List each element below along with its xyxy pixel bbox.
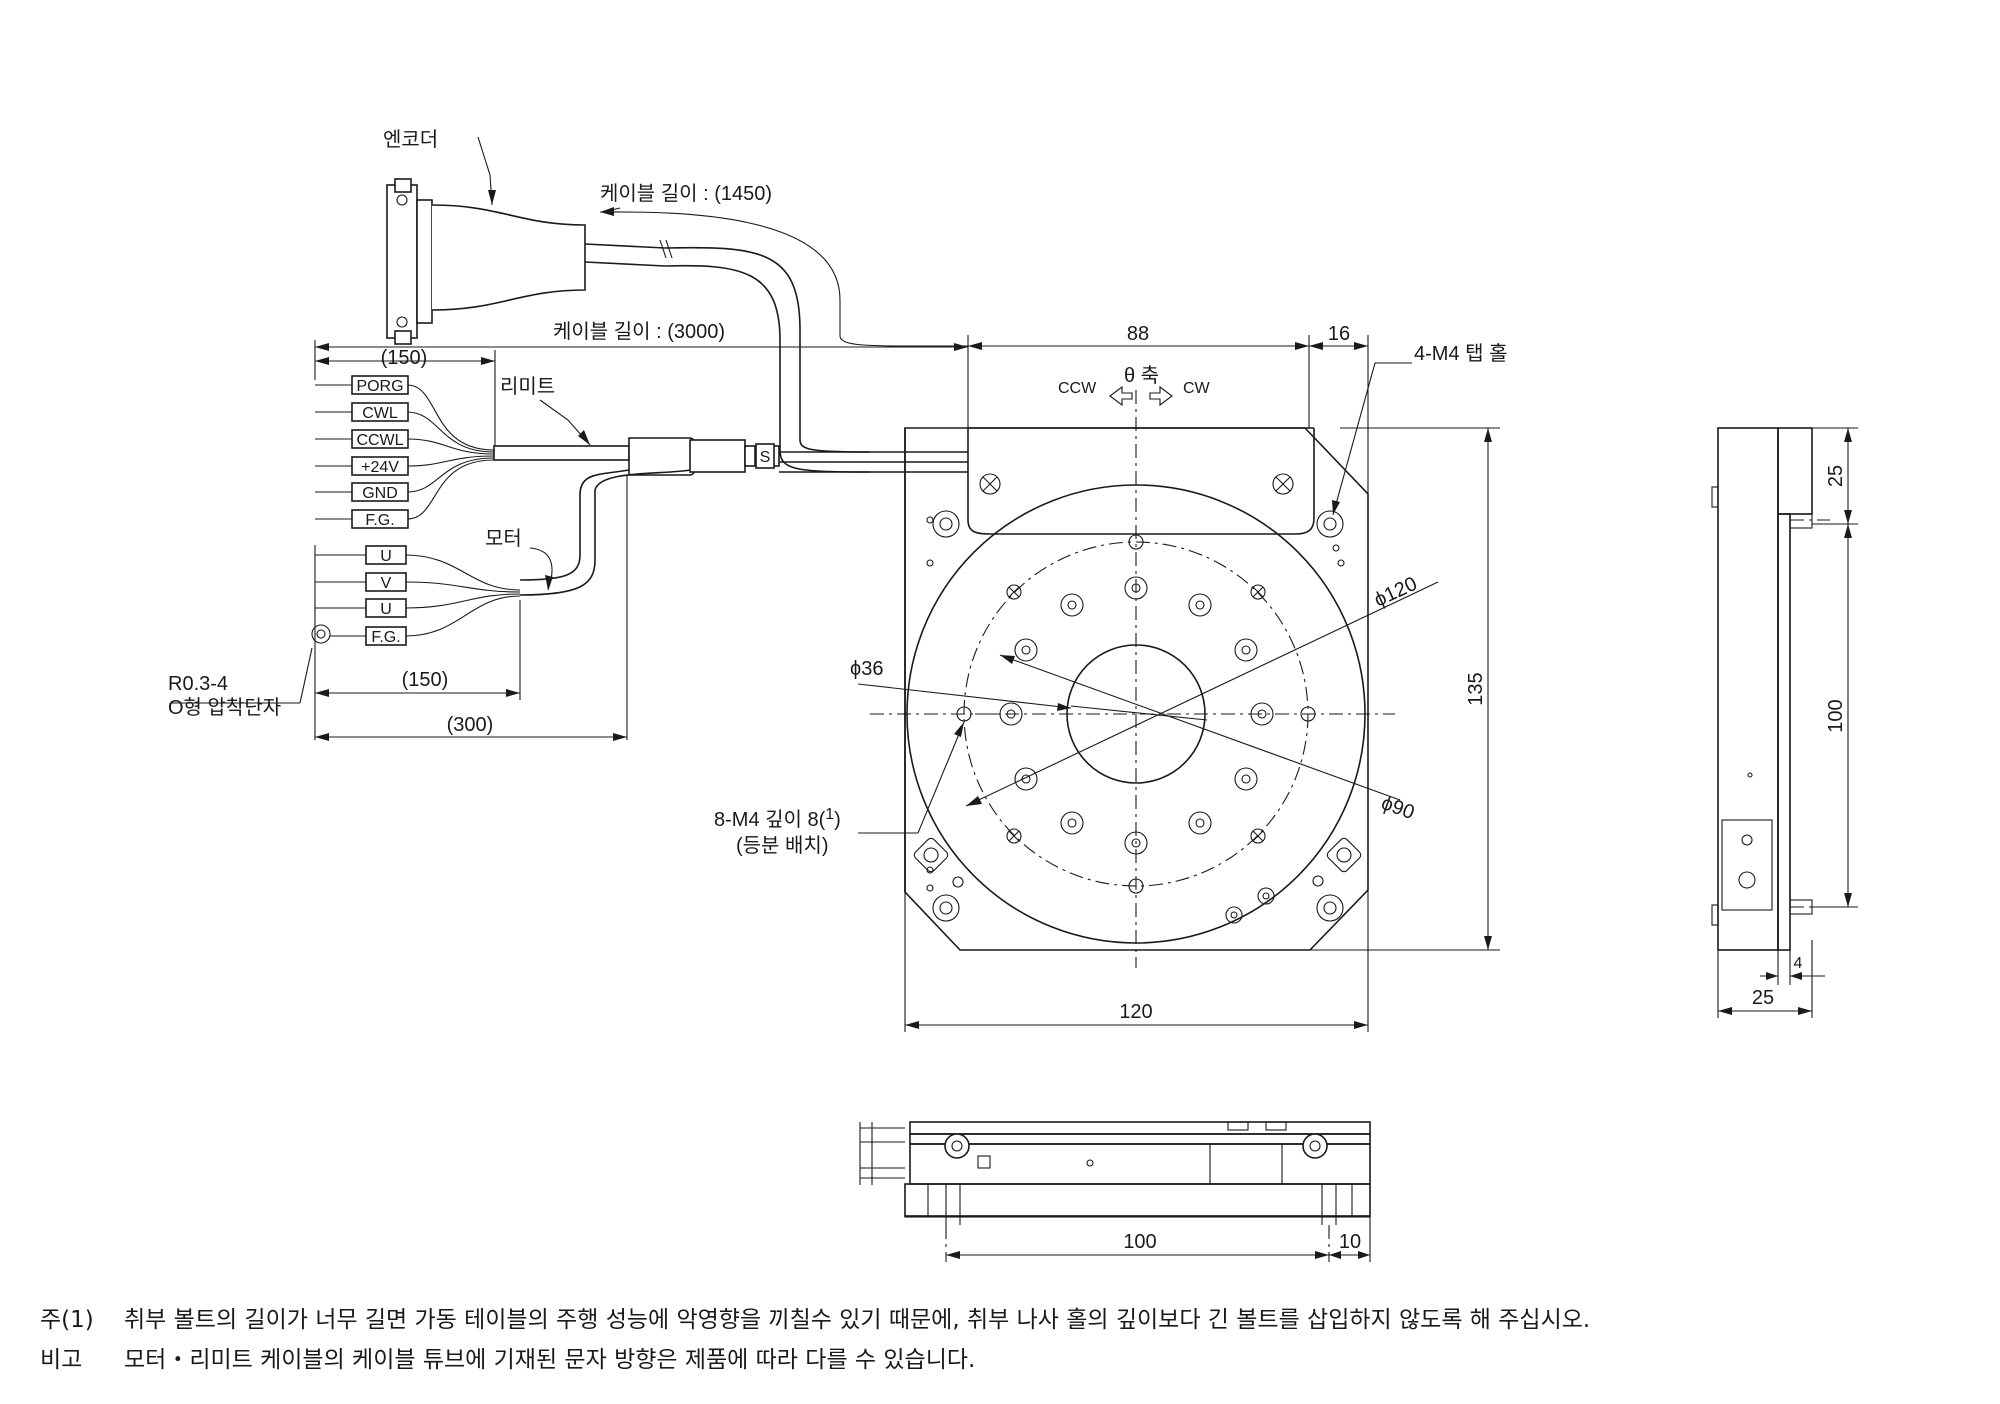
dim-150-bottom: (150) xyxy=(402,669,449,691)
cable-length-3000: 케이블 길이 : (3000) xyxy=(553,320,725,343)
limit-wire-labels: PORG CWL CCWL +24V GND F.G. xyxy=(351,375,409,529)
m4-depth-note: 1 xyxy=(825,806,834,823)
wire-label-ccwl: CCWL xyxy=(356,432,403,449)
limit-motor-cable-assembly xyxy=(493,437,968,596)
dim-135: 135 xyxy=(1465,672,1487,705)
remark-key: 비고 xyxy=(40,1347,83,1373)
phi90-label: ϕ90 xyxy=(1378,792,1417,824)
dim-88: 88 xyxy=(1127,323,1149,345)
side-dim-4: 4 xyxy=(1794,955,1803,972)
motor-wires xyxy=(311,554,521,644)
wire-label-porg: PORG xyxy=(356,378,403,395)
remark: 비고 모터・리미트 케이블의 케이블 튜브에 기재된 문자 방향은 제품에 따라… xyxy=(40,1340,1980,1380)
stage-labels: 88 16 4-M4 탭 홀 CCW CW θ 축 ϕ120 ϕ36 ϕ90 8… xyxy=(714,323,1507,857)
stage-top-view xyxy=(870,390,1395,968)
encoder-label: 엔코더 xyxy=(383,128,438,151)
wire-label-v: V xyxy=(381,575,392,592)
dim-300: (300) xyxy=(447,714,494,736)
wire-label-u1: U xyxy=(380,548,392,565)
motor-label: 모터 xyxy=(485,527,522,550)
m4-depth-label: 8-M4 깊이 8(1) xyxy=(714,806,841,831)
m4-depth-prefix: 8-M4 깊이 8( xyxy=(714,808,826,831)
limit-label: 리미트 xyxy=(500,375,555,398)
dim-16: 16 xyxy=(1328,323,1350,345)
cable-dimensions xyxy=(170,136,968,741)
dim-120: 120 xyxy=(1119,1001,1152,1023)
m4-depth-suffix: ) xyxy=(834,809,841,831)
side-dimensions: 25 100 4 25 xyxy=(1717,427,1858,1018)
limit-wires xyxy=(315,384,495,520)
phi36-label: ϕ36 xyxy=(850,658,883,680)
side-dim-25-bottom: 25 xyxy=(1752,987,1774,1009)
phi120-label: ϕ120 xyxy=(1371,573,1421,612)
diameter-leaders xyxy=(857,362,1439,834)
terminal-type: O형 압착단자 xyxy=(168,696,281,719)
terminal-size: R0.3-4 xyxy=(168,673,228,695)
side-dim-25-top: 25 xyxy=(1825,465,1847,487)
tap-hole-label: 4-M4 탭 홀 xyxy=(1414,342,1507,365)
side-view xyxy=(1711,427,1830,951)
note-1-text: 취부 볼트의 길이가 너무 길면 가동 테이블의 주행 성능에 악영향을 끼칠수… xyxy=(124,1307,1591,1333)
notes: 주(1) 취부 볼트의 길이가 너무 길면 가동 테이블의 주행 성능에 악영향… xyxy=(40,1300,1980,1380)
shield-mark: S xyxy=(760,449,771,466)
wire-label-gnd: GND xyxy=(362,485,398,502)
front-dimensions: 100 10 xyxy=(945,1216,1371,1262)
theta-axis-label: θ 축 xyxy=(1124,364,1159,387)
front-view xyxy=(859,1121,1371,1225)
top-dimensions xyxy=(967,335,1369,494)
wire-label-cwl: CWL xyxy=(362,405,398,422)
note-1: 주(1) 취부 볼트의 길이가 너무 길면 가동 테이블의 주행 성능에 악영향… xyxy=(40,1300,1980,1340)
cable-length-1450: 케이블 길이 : (1450) xyxy=(600,182,772,205)
wire-label-fg: F.G. xyxy=(365,512,394,529)
front-dim-10: 10 xyxy=(1339,1231,1361,1253)
note-1-key: 주(1) xyxy=(40,1307,94,1333)
wire-label-u2: U xyxy=(380,601,392,618)
cw-label: CW xyxy=(1183,380,1211,397)
ccw-label: CCW xyxy=(1058,380,1097,397)
dim-150-top: (150) xyxy=(381,347,428,369)
cable-labels: 엔코더 케이블 길이 : (1450) 케이블 길이 : (3000) (150… xyxy=(168,128,772,736)
encoder-cable xyxy=(599,211,969,473)
bolt-holes xyxy=(956,534,1316,894)
equal-spacing-label: (등분 배치) xyxy=(736,834,828,857)
remark-text: 모터・리미트 케이블의 케이블 튜브에 기재된 문자 방향은 제품에 따라 다를… xyxy=(124,1347,976,1373)
wire-label-24v: +24V xyxy=(361,459,399,476)
stage-dimensions: 135 120 xyxy=(904,427,1500,1032)
motor-wire-labels: U V U F.G. xyxy=(365,545,407,646)
side-dim-100: 100 xyxy=(1825,699,1847,732)
front-dim-100: 100 xyxy=(1123,1231,1156,1253)
wire-label-motor-fg: F.G. xyxy=(371,629,400,646)
encoder-connector xyxy=(386,178,673,345)
